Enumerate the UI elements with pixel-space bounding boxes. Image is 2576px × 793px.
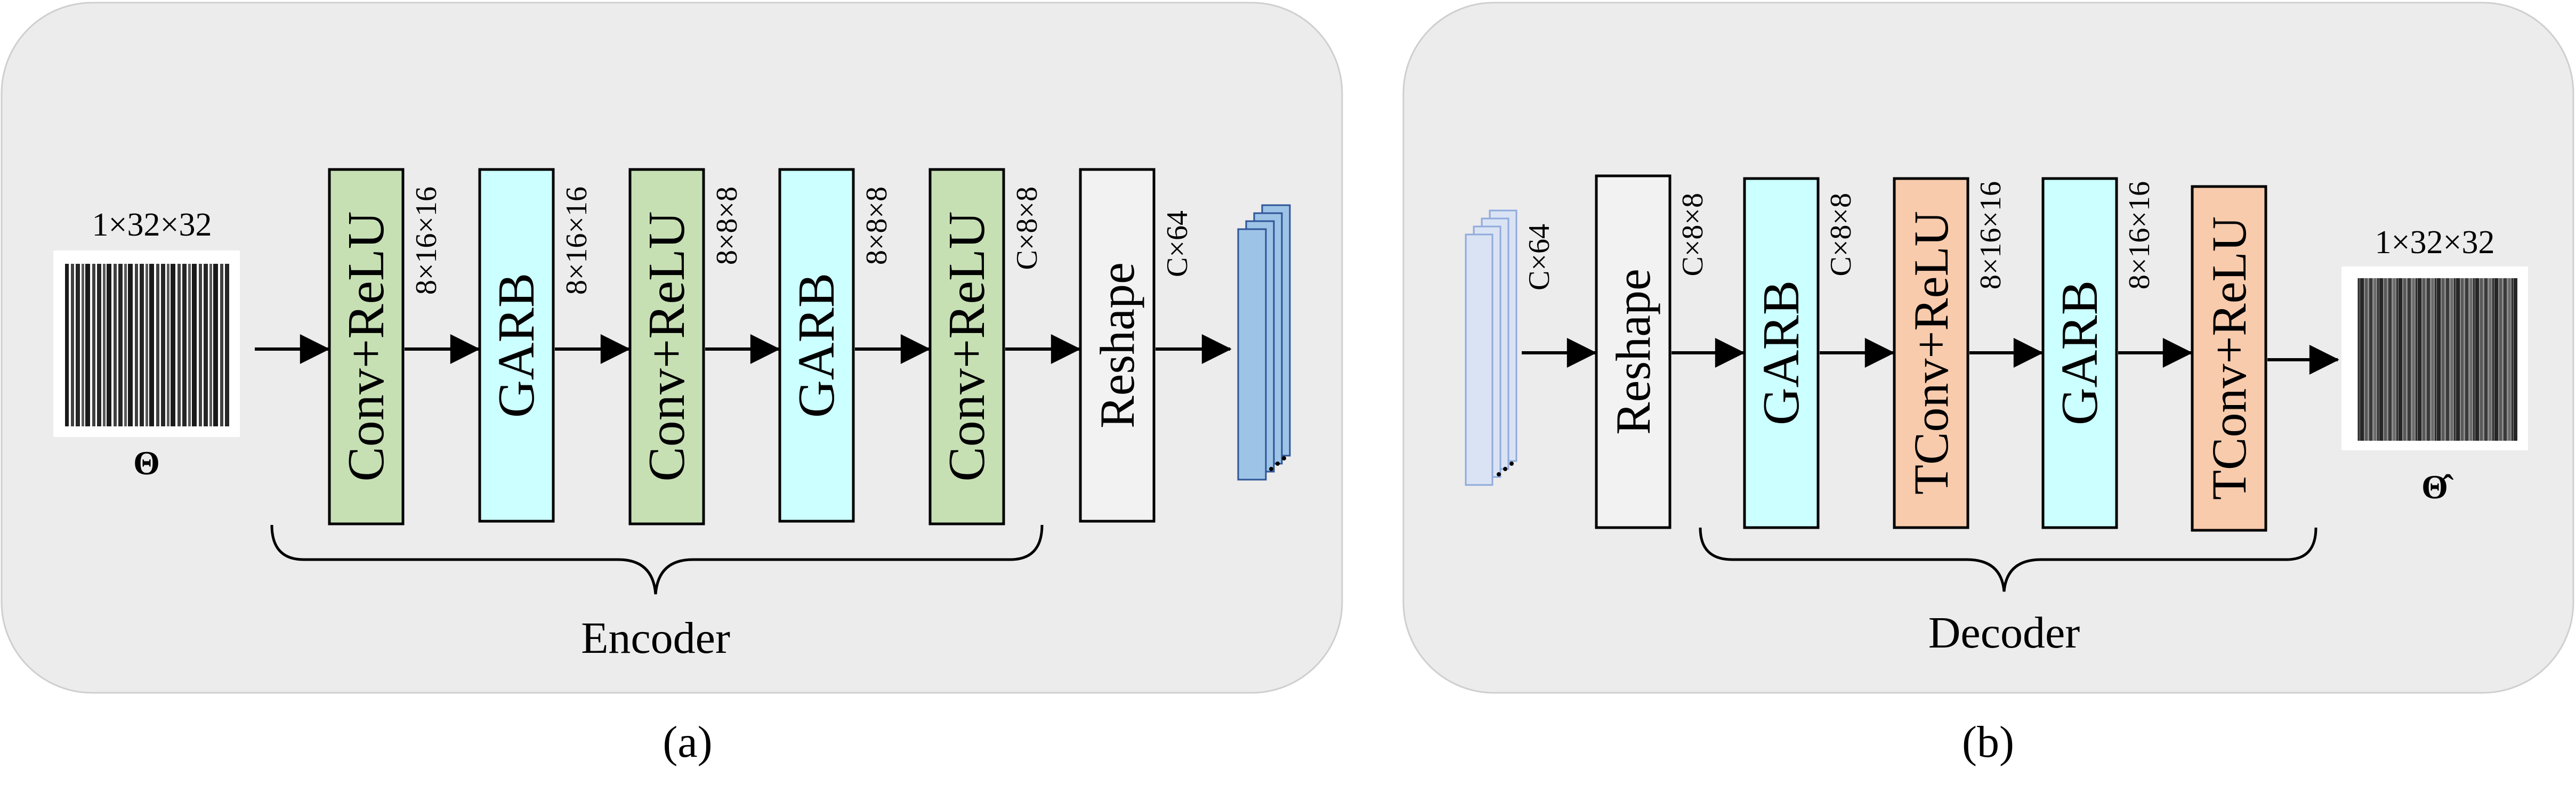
panel-a-conv-relu-block-2 — [628, 168, 705, 525]
panel-b-output-image — [2357, 278, 2517, 441]
panel-a-block-2-label: GARB — [488, 273, 545, 418]
panel-b-block-1: Reshape — [1595, 174, 1671, 529]
panel-a-conv-relu-block-3 — [928, 168, 1005, 525]
panel-a-block-1: Conv+ReLU — [328, 168, 405, 525]
panel-b-block-4-label: GARB — [2051, 280, 2109, 425]
panel-a-reshape-block — [1079, 168, 1156, 523]
panel-b-dim-2: C×8×8 — [1824, 193, 1858, 277]
panel-b-block-3: TConv+ReLU — [1893, 177, 1969, 529]
panel-a-block-3-label: Conv+ReLU — [638, 211, 696, 481]
panel-a-conv-relu-block-1 — [328, 168, 405, 525]
panel-b-dim-1: C×8×8 — [1676, 193, 1709, 277]
panel-a: 1×32×32 Θ Conv+ReLU GARB Conv+ReLU GARB … — [1, 2, 1343, 694]
panel-a-input-dims: 1×32×32 — [92, 207, 212, 243]
panel-b-block-3-label: TConv+ReLU — [1904, 211, 1958, 495]
panel-b-group-label: Decoder — [1928, 608, 2080, 658]
panel-a-block-4-label: GARB — [788, 273, 845, 418]
panel-b-decoder-brace — [1699, 527, 2317, 592]
panel-a-dim-1: 8×16×16 — [410, 187, 443, 295]
panel-a-dim-2: 8×16×16 — [560, 187, 593, 295]
panel-a-garb-block-2 — [778, 168, 855, 523]
panel-a-dim-6: C×64 — [1161, 211, 1194, 277]
panel-b-input-feature-stack — [1465, 209, 1517, 486]
panel-b-block-2: GARB — [1743, 177, 1820, 529]
panel-b-tconv-relu-block-1 — [1893, 177, 1969, 529]
panel-b-block-1-label: Reshape — [1606, 269, 1660, 435]
panel-b-block-4: GARB — [2041, 177, 2118, 529]
panel-b-reshape-block — [1595, 174, 1671, 529]
panel-b-output-dims: 1×32×32 — [2375, 224, 2495, 261]
panel-a-output-feature-stack — [1237, 204, 1291, 481]
panel-a-dim-5: C×8×8 — [1011, 187, 1044, 270]
panel-a-encoder-brace — [270, 524, 1044, 595]
panel-b-caption: (b) — [1962, 717, 2014, 767]
panel-a-dim-4: 8×8×8 — [860, 187, 893, 265]
panel-a-block-6-label: Reshape — [1090, 262, 1144, 428]
panel-a-block-3: Conv+ReLU — [628, 168, 705, 525]
panel-a-input-symbol: Θ — [133, 444, 160, 482]
panel-b-input-dims: C×64 — [1523, 224, 1556, 290]
panel-a-input-image — [65, 264, 230, 426]
panel-b-garb-block-2 — [2041, 177, 2118, 529]
panel-b: C×64 Reshape GARB TConv+ReLU GARB TConv+… — [1402, 2, 2574, 694]
panel-b-block-2-label: GARB — [1753, 280, 1810, 425]
panel-a-group-label: Encoder — [581, 613, 730, 663]
panel-a-block-2: GARB — [478, 168, 555, 523]
panel-a-block-5-label: Conv+ReLU — [938, 211, 996, 481]
panel-b-dim-3: 8×16×16 — [1974, 181, 2007, 289]
panel-a-block-6: Reshape — [1079, 168, 1156, 523]
panel-b-background — [1402, 2, 2574, 694]
panel-b-block-5-label: TConv+ReLU — [2202, 216, 2256, 500]
panel-a-caption: (a) — [663, 717, 712, 767]
panel-b-dim-4: 8×16×16 — [2123, 181, 2156, 289]
panel-a-dim-3: 8×8×8 — [710, 187, 744, 265]
panel-a-block-1-label: Conv+ReLU — [337, 211, 395, 481]
panel-b-garb-block-1 — [1743, 177, 1820, 529]
panel-a-block-5: Conv+ReLU — [928, 168, 1005, 525]
panel-a-block-4: GARB — [778, 168, 855, 523]
panel-b-tconv-relu-block-2 — [2191, 185, 2267, 532]
panel-b-block-5: TConv+ReLU — [2191, 185, 2267, 532]
